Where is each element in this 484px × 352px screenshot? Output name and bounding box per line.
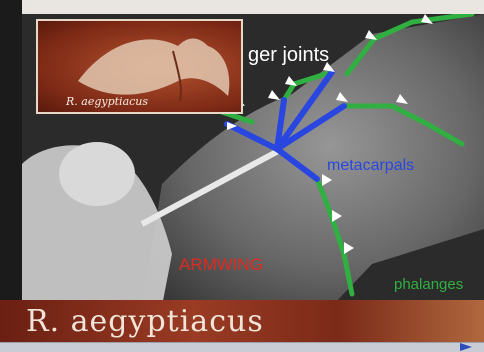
inset-species-label: R. aegyptiacus	[66, 95, 148, 108]
finger-joints-label: ger joints	[248, 44, 329, 67]
armwing-label: ARMWING	[179, 255, 263, 275]
species-banner: R. aegyptiacus	[0, 300, 484, 342]
bat-head	[59, 142, 135, 206]
metacarpals-label: metacarpals	[327, 157, 414, 175]
left-edge-strip	[0, 0, 22, 310]
inset-bat-photo: R. aegyptiacus	[36, 19, 243, 114]
bat-wing-xray-slide: R. aegyptiacus ger joints metacarpals AR…	[22, 14, 484, 306]
top-edge-strip	[0, 0, 484, 14]
phalanges-label: phalanges	[394, 276, 463, 293]
play-triangle-icon[interactable]	[460, 343, 472, 351]
banner-caption: R. aegyptiacus	[26, 304, 264, 339]
